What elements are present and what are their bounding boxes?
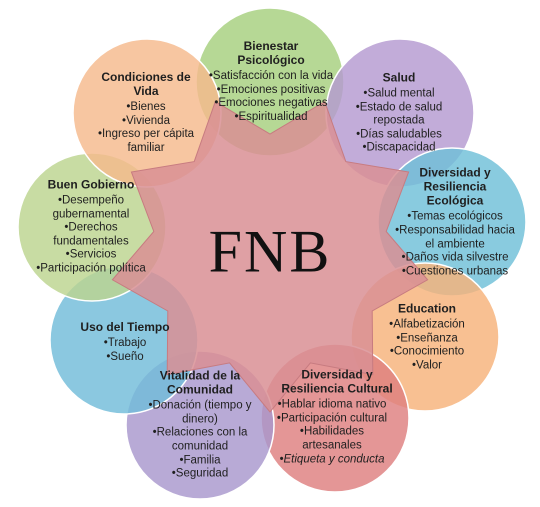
domain-title: Diversidad y Resiliencia Ecológica: [419, 165, 491, 208]
domain-uso-tiempo: Uso del Tiempo Trabajo Sueño: [80, 320, 169, 364]
domain-item: Emociones negativas: [209, 98, 333, 112]
domain-item: Relaciones con la comunidad: [144, 427, 256, 454]
domain-item: Vivienda: [91, 115, 201, 129]
domain-item: Temas ecológicos: [395, 211, 515, 225]
domain-item: Días saludables: [349, 128, 449, 142]
domain-item: Emociones positivas: [209, 84, 333, 98]
domain-item: Cuestiones urbanas: [395, 265, 515, 279]
domain-item: Participación política: [32, 263, 150, 277]
domain-item: Alfabetización: [389, 318, 465, 332]
domain-item: Daños vida silvestre: [395, 252, 515, 266]
domain-title: Buen Gobierno: [47, 177, 135, 192]
domain-item: Trabajo: [80, 337, 169, 351]
domain-item: Familia: [144, 454, 256, 468]
domain-item: Sueño: [80, 351, 169, 365]
domain-diversidad-ecologica: Diversidad y Resiliencia Ecológica Temas…: [395, 165, 515, 278]
domain-item: Enseñanza: [389, 332, 465, 346]
domain-education: Education Alfabetización Enseñanza Conoc…: [389, 301, 465, 372]
center-title: FNB: [208, 218, 332, 285]
domain-item: Hablar idioma nativo: [272, 399, 392, 413]
domain-condiciones-vida: Condiciones de Vida Bienes Vivienda Ingr…: [91, 70, 201, 156]
domain-item: Responsabilidad hacia el ambiente: [395, 224, 515, 251]
domain-item: Etiqueta y conducta: [272, 453, 392, 467]
domain-buen-gobierno: Buen Gobierno Desempeño gubernamental De…: [32, 178, 150, 277]
domain-item: Habilidades artesanales: [272, 426, 392, 453]
domain-item: Discapacidad: [349, 142, 449, 156]
domain-item: Derechos fundamentales: [32, 222, 150, 249]
domain-item: Valor: [389, 359, 465, 373]
domain-item: Conocimiento: [389, 346, 465, 360]
domain-title: Condiciones de Vida: [101, 70, 191, 99]
domain-item: Desempeño gubernamental: [32, 195, 150, 222]
domain-item: Satisfacción con la vida: [209, 71, 333, 85]
domain-item: Donación (tiempo y dinero): [144, 400, 256, 427]
domain-item: Espiritualidad: [209, 111, 333, 125]
domain-item: Estado de salud repostada: [349, 101, 449, 128]
domain-title: Vitalidad de la Comunidad: [159, 368, 241, 397]
center-star-shape: [111, 100, 429, 413]
domain-item: Ingreso per cápita familiar: [91, 129, 201, 156]
domain-title: Uso del Tiempo: [80, 319, 170, 334]
domain-diversidad-cultural: Diversidad y Resiliencia Cultural Hablar…: [272, 367, 402, 466]
domain-item: Participación cultural: [272, 412, 392, 426]
domain-title: Education: [397, 301, 457, 316]
domain-item: Bienes: [91, 102, 201, 116]
domain-item: Seguridad: [144, 468, 256, 482]
domain-title: Bienestar Psicológico: [237, 39, 305, 68]
domain-title: Diversidad y Resiliencia Cultural: [281, 367, 393, 396]
domain-salud: Salud Salud mental Estado de salud repos…: [349, 71, 449, 156]
domain-bienestar-psicologico: Bienestar Psicológico Satisfacción con l…: [209, 39, 333, 125]
domain-item: Salud mental: [349, 88, 449, 102]
domain-item: Servicios: [32, 249, 150, 263]
domain-title: Salud: [382, 70, 416, 85]
domain-vitalidad-comunidad: Vitalidad de la Comunidad Donación (tiem…: [144, 369, 256, 482]
